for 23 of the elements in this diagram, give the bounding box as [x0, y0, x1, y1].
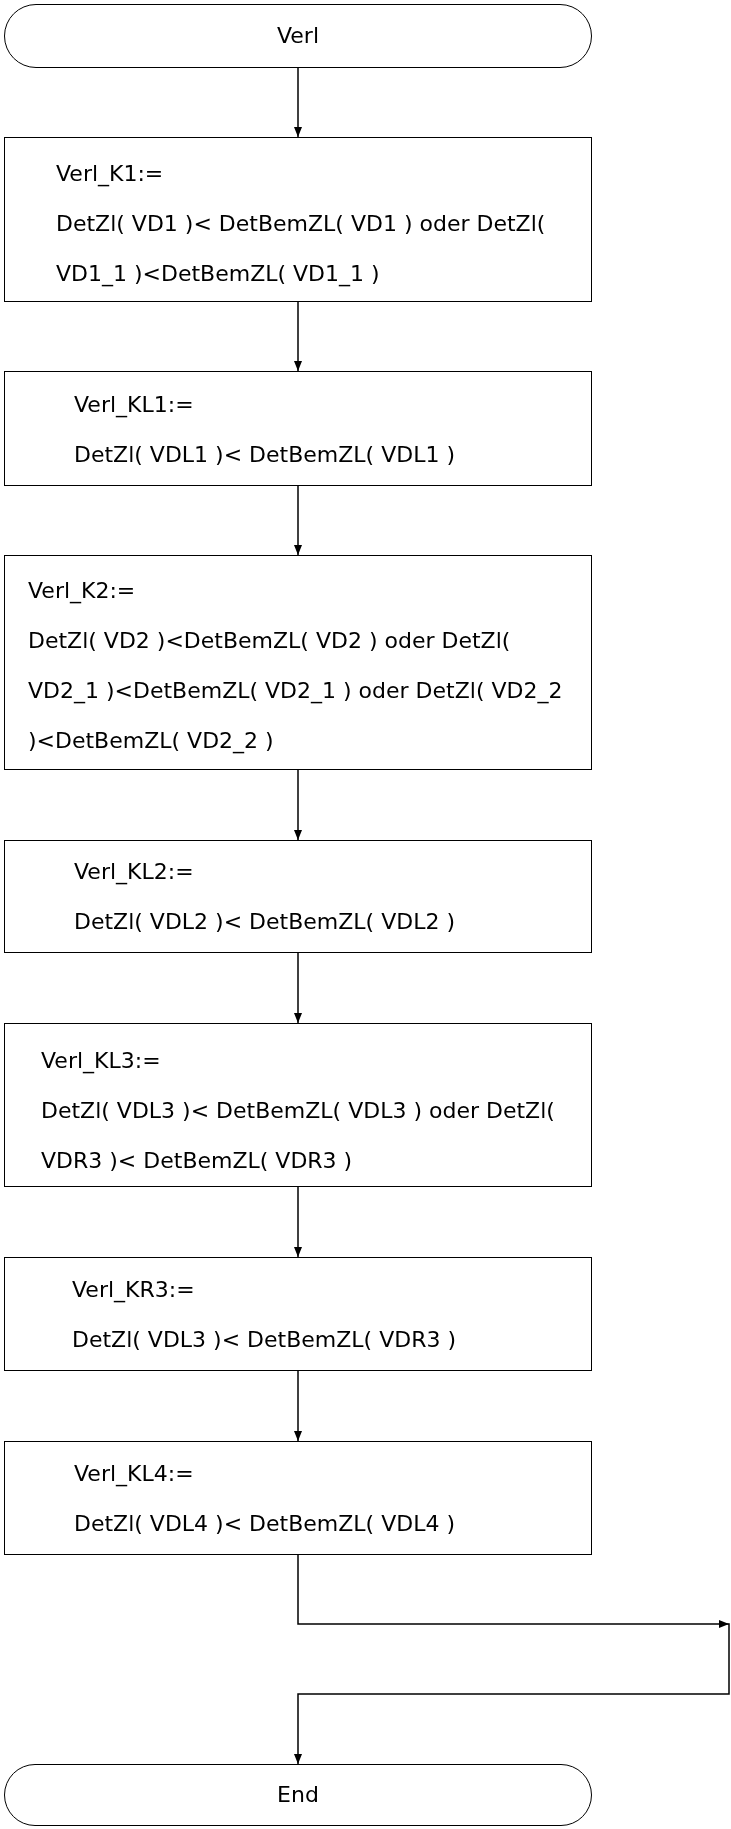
process-box [4, 371, 592, 486]
assignment-label: Verl_KL1:= [74, 391, 195, 420]
assignment-label: Verl_KL4:= [74, 1460, 195, 1489]
condition-text: DetZl( VDL2 )< DetBemZL( VDL2 ) [74, 908, 456, 936]
process-box [4, 1257, 592, 1371]
condition-text: DetZl( VDL1 )< DetBemZL( VDL1 ) [74, 441, 456, 469]
assignment-label: Verl_K2:= [28, 577, 137, 606]
process-box [4, 555, 592, 770]
assignment-label: Verl_K1:= [56, 160, 165, 189]
terminal-label: End [277, 1781, 319, 1809]
assignment-label: Verl_KR3:= [72, 1276, 196, 1305]
condition-text: DetZl( VDL3 )< DetBemZL( VDL3 ) oder DetZl( VDR3 )< DetBemZL( VDR3 ) [41, 1097, 556, 1175]
process-box [4, 137, 592, 302]
condition-text: DetZl( VD2 )<DetBemZL( VD2 ) oder DetZl( VD2_1 )<DetBemZL( VD2_1 ) oder DetZl( VD2_2 )<DetBemZL( VD2_2 ) [28, 627, 564, 756]
terminal-label: Verl [276, 22, 319, 50]
process-box [4, 1023, 592, 1187]
assignment-label: Verl_KL3:= [41, 1047, 162, 1076]
process-box [4, 1441, 592, 1555]
assignment-label: Verl_KL2:= [74, 858, 195, 887]
condition-text: DetZl( VD1 )< DetBemZL( VD1 ) oder DetZl( VD1_1 )<DetBemZL( VD1_1 ) [56, 210, 547, 289]
condition-text: DetZl( VDL3 )< DetBemZL( VDR3 ) [72, 1326, 458, 1354]
condition-text: DetZl( VDL4 )< DetBemZL( VDL4 ) [74, 1510, 456, 1538]
process-box [4, 840, 592, 953]
